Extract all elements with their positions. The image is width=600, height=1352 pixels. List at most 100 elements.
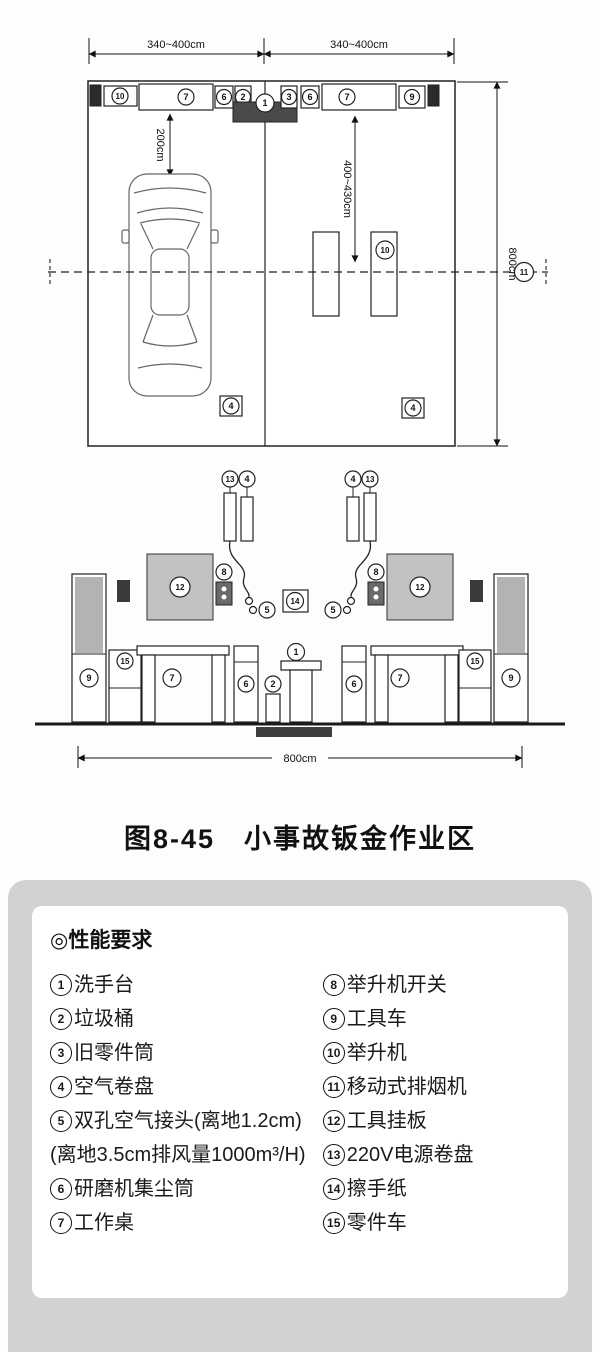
tool-board-right: 12 bbox=[386, 553, 454, 621]
dim-bay-right: 340~400cm bbox=[330, 39, 388, 51]
label-table-left: 7 bbox=[169, 673, 174, 683]
item-number-badge: 14 bbox=[322, 1178, 345, 1200]
dust-collector-right: 6 bbox=[341, 645, 367, 723]
label-old-parts: 3 bbox=[286, 92, 291, 102]
label-lift: 10 bbox=[381, 246, 390, 255]
floor-mat bbox=[256, 727, 332, 737]
item-label: (离地3.5cm排风量1000m³/H) bbox=[50, 1144, 306, 1166]
label-wash: 1 bbox=[293, 647, 298, 657]
figure-caption: 图8-45 小事故钣金作业区 bbox=[123, 824, 477, 854]
lift-plan: 10 bbox=[312, 231, 398, 317]
item-number-badge: 1 bbox=[50, 974, 72, 996]
label-parts-cart-left: 15 bbox=[121, 657, 130, 666]
paper-towel: 14 bbox=[282, 589, 309, 613]
item-label: 举升机 bbox=[346, 1042, 407, 1064]
trash-can-elevation: 2 bbox=[264, 675, 282, 723]
label-trash: 2 bbox=[240, 92, 245, 102]
label-air-reel-right: 4 bbox=[350, 474, 355, 484]
figure: 340~400cm 340~400cm 800cm 10 bbox=[35, 38, 565, 854]
label-air-reel-right: 4 bbox=[410, 403, 415, 413]
item-number-badge: 13 bbox=[322, 1144, 345, 1166]
item-number-badge: 5 bbox=[50, 1110, 72, 1132]
parts-cart-left: 15 bbox=[108, 649, 142, 723]
wall-fixture-elev-left bbox=[117, 580, 130, 602]
item-number-badge: 6 bbox=[50, 1178, 72, 1200]
tool-cart-right: 9 bbox=[493, 573, 529, 723]
parts-cart-right: 15 bbox=[458, 649, 492, 723]
item-label: 研磨机集尘筒 bbox=[74, 1178, 194, 1200]
item-label: 举升机开关 bbox=[346, 974, 447, 996]
label-parts-cart-right: 15 bbox=[471, 657, 480, 666]
item-label: 工具挂板 bbox=[346, 1110, 427, 1132]
dust-collector-left: 6 bbox=[233, 645, 259, 723]
workbench-right: 7 bbox=[321, 83, 397, 111]
legend-item-continuation: (离地3.5cm排风量1000m³/H) bbox=[50, 1142, 323, 1168]
air-reel-plan-right: 4 bbox=[401, 397, 425, 419]
label-air-reel-left: 4 bbox=[244, 474, 249, 484]
item-number-badge: 8 bbox=[322, 974, 345, 996]
label-power-reel-left: 13 bbox=[226, 475, 235, 484]
label-tool-cart: 9 bbox=[409, 92, 414, 102]
label-table-right: 7 bbox=[397, 673, 402, 683]
dim-total-width: 800cm bbox=[283, 753, 316, 765]
dimension-lift-clearance: 400~430cm bbox=[341, 115, 359, 263]
item-label: 工具车 bbox=[346, 1008, 407, 1030]
air-reel-hose-right: 4 bbox=[344, 470, 372, 606]
label-dust-left: 6 bbox=[243, 679, 248, 689]
plan-view-diagram: 340~400cm 340~400cm 800cm 10 bbox=[48, 38, 548, 447]
item-number-badge: 2 bbox=[50, 1008, 72, 1030]
mobile-exhaust-line: 11 bbox=[48, 259, 548, 286]
air-reel-plan-left: 4 bbox=[219, 395, 243, 417]
wash-stand-plan: 1 bbox=[232, 93, 298, 123]
item-number-badge: 3 bbox=[50, 1042, 72, 1064]
item-label: 旧零件筒 bbox=[74, 1042, 154, 1064]
item-number-badge: 7 bbox=[50, 1212, 72, 1234]
label-workbench-right: 7 bbox=[344, 92, 349, 102]
label-power-reel-right: 13 bbox=[366, 475, 375, 484]
item-label: 工作桌 bbox=[74, 1212, 134, 1234]
item-label: 零件车 bbox=[346, 1212, 407, 1234]
dimension-width: 800cm bbox=[77, 746, 523, 768]
label-tool-board-left: 12 bbox=[176, 583, 185, 592]
item-number-badge: 4 bbox=[50, 1076, 72, 1098]
label-tool-cart-right: 9 bbox=[508, 673, 513, 683]
car-top-view bbox=[121, 173, 219, 397]
label-dust-right: 6 bbox=[307, 92, 312, 102]
wall-fixture-right bbox=[427, 84, 440, 107]
air-connector-left: 5 bbox=[248, 601, 276, 619]
tool-cart-box: 9 bbox=[398, 85, 426, 109]
lift-switch-right: 8 bbox=[367, 563, 385, 606]
lift-switch-left: 8 bbox=[215, 563, 233, 606]
power-reel-right: 13 bbox=[361, 470, 379, 542]
wall-equipment-row: 10 7 6 2 bbox=[89, 83, 440, 123]
label-switch-left: 8 bbox=[221, 567, 226, 577]
wall-fixture-elev-right bbox=[470, 580, 483, 602]
workbench-left: 7 bbox=[138, 83, 214, 111]
legend-title: ◎性能要求 bbox=[50, 929, 153, 952]
item-label: 擦手纸 bbox=[346, 1178, 407, 1200]
label-trash: 2 bbox=[270, 679, 275, 689]
dust-collector-box-right: 6 bbox=[300, 85, 320, 109]
power-reel-left: 13 bbox=[221, 470, 239, 542]
item-number-badge: 15 bbox=[322, 1212, 345, 1234]
air-connector-right: 5 bbox=[324, 601, 352, 619]
label-switch-right: 8 bbox=[373, 567, 378, 577]
item-number-badge: 12 bbox=[322, 1110, 345, 1132]
work-table-right: 7 bbox=[370, 645, 464, 723]
label-tool-cart-left: 9 bbox=[86, 673, 91, 683]
